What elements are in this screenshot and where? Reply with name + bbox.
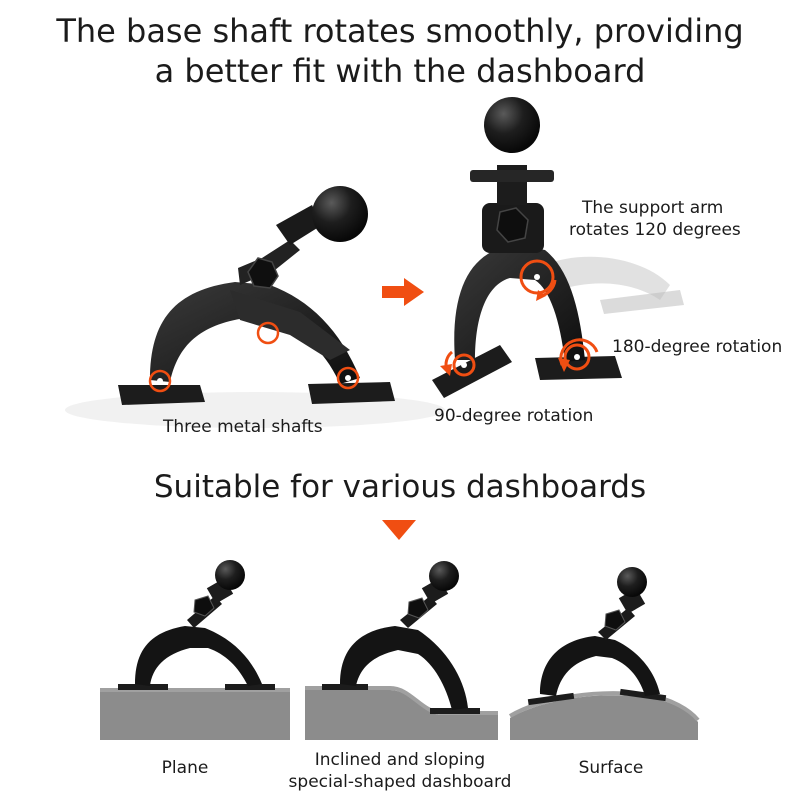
right-arrow-icon	[382, 278, 424, 306]
caption-three-metal-shafts: Three metal shafts	[163, 417, 323, 437]
headline-line-1: The base shaft rotates smoothly, providi…	[56, 12, 744, 50]
annotation-support-arm-1: The support arm	[582, 198, 724, 218]
annotation-180-degree: 180-degree rotation	[612, 337, 783, 357]
caption-inclined-line-2: special-shaped dashboard	[288, 772, 512, 792]
subtitle-various-dashboards: Suitable for various dashboards	[153, 469, 647, 505]
scenario-plane	[100, 560, 290, 740]
annotation-support-arm-2: rotates 120 degrees	[569, 220, 741, 240]
scenario-surface	[508, 567, 700, 740]
scenario-inclined	[305, 561, 498, 740]
caption-surface: Surface	[578, 758, 644, 778]
annotation-90-degree: 90-degree rotation	[434, 406, 594, 426]
caption-inclined-line-1: Inclined and sloping	[314, 750, 486, 770]
caption-plane: Plane	[161, 758, 209, 778]
headline-line-2: a better fit with the dashboard	[154, 52, 646, 90]
down-triangle-icon	[382, 520, 416, 540]
